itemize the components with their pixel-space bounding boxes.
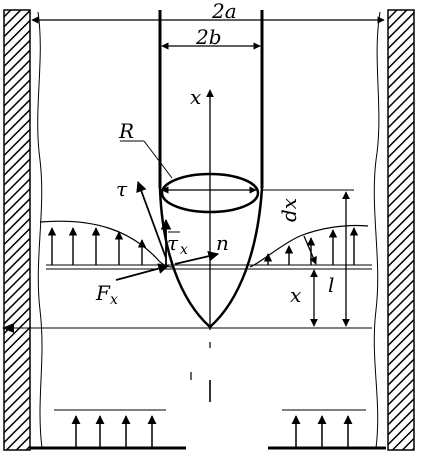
l-dimension-label: l	[328, 273, 334, 297]
tau-arrow	[136, 180, 167, 259]
radius-label: R	[118, 119, 134, 143]
inflow-arrows-right	[282, 409, 366, 447]
right-wall	[387, 9, 415, 451]
tau-label: τ	[116, 177, 128, 201]
force-label: F	[95, 281, 111, 305]
inner-width-label: 2b	[195, 25, 222, 49]
x-dimension-label: x	[290, 283, 301, 307]
left-film-line	[37, 11, 43, 449]
force-arrow	[115, 263, 170, 281]
right-film-line	[373, 11, 381, 449]
inflow-arrows-left	[54, 409, 166, 447]
tip-left-arrowhead	[2, 323, 14, 333]
radius-leader-diag	[143, 140, 173, 179]
bubble-nose	[158, 187, 264, 329]
normal-arrow	[174, 250, 220, 265]
left-wall	[3, 9, 31, 451]
pressure-profile	[39, 220, 173, 268]
normal-label: n	[216, 231, 229, 255]
force-subscript: x	[110, 292, 118, 308]
tau-x-subscript: x	[180, 242, 188, 258]
outer-width-label: 2a	[211, 0, 237, 23]
x-axis-label: x	[190, 85, 201, 109]
dx-dimension	[303, 235, 317, 265]
tau-x-label: τ	[167, 231, 179, 255]
dx-label: dx	[277, 198, 301, 222]
